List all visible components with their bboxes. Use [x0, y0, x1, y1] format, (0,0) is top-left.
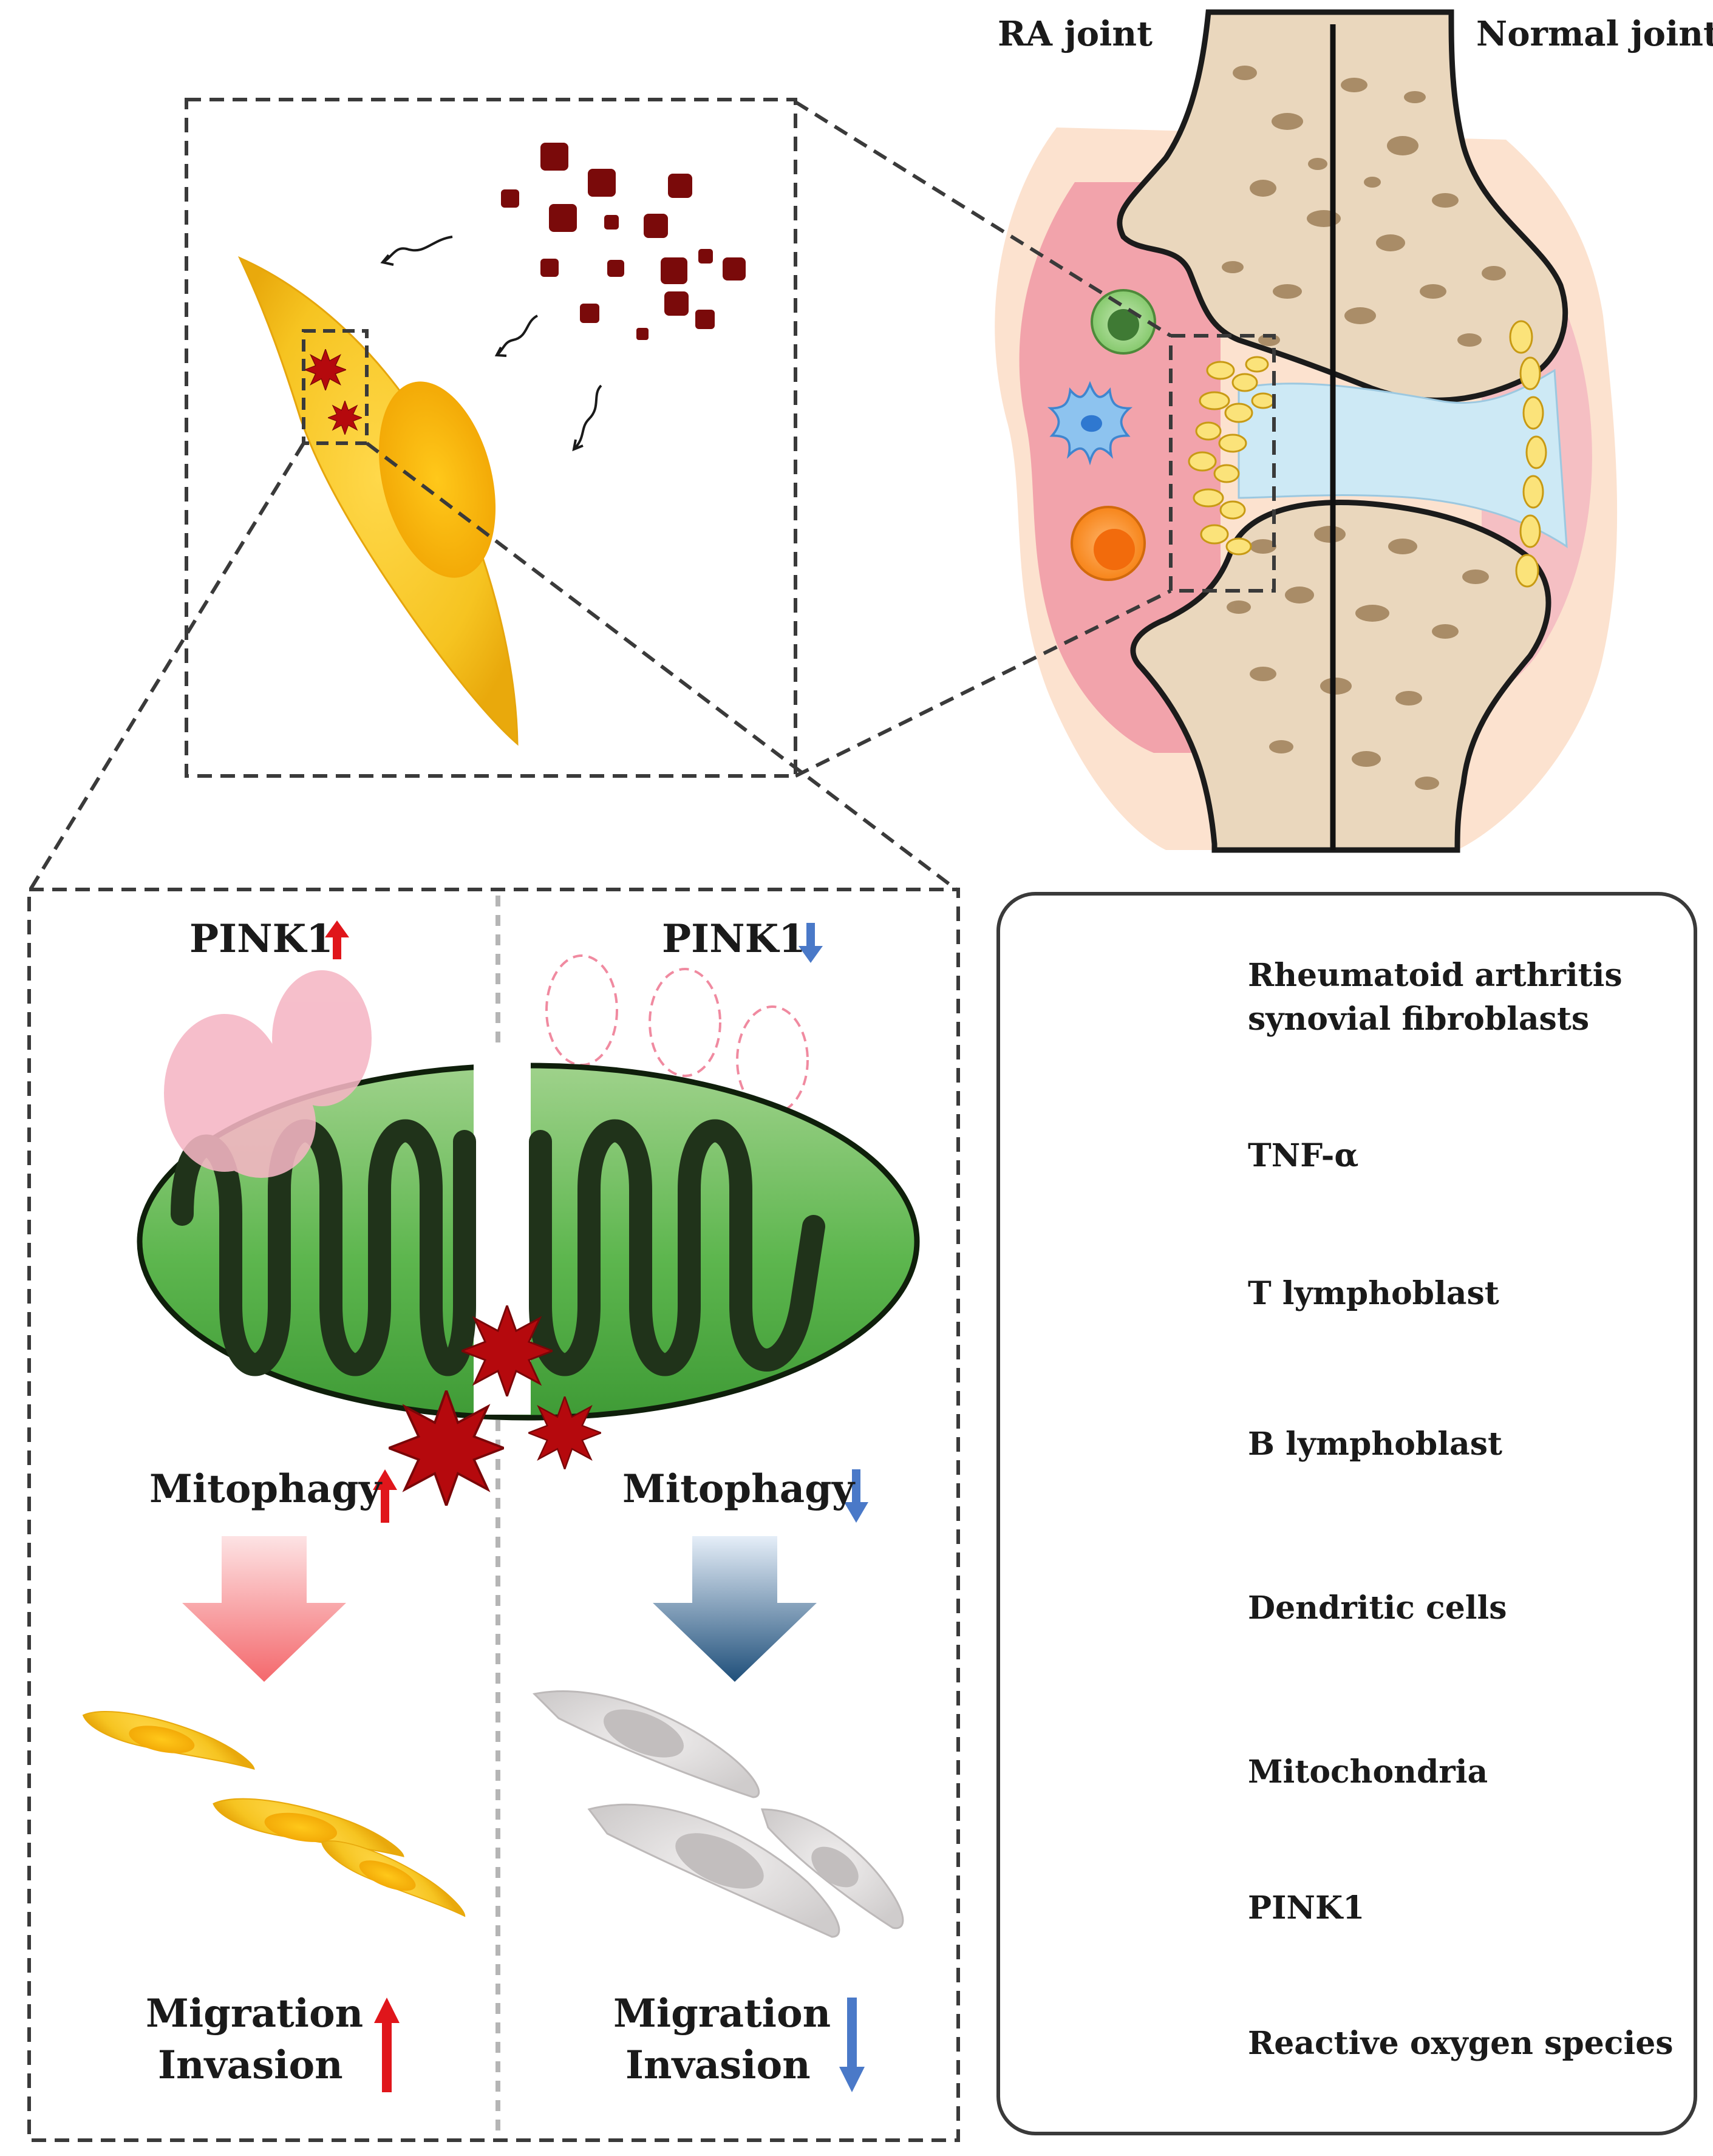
right-flow-arrow [653, 1536, 817, 1682]
tnf-signal-arrows [380, 236, 602, 452]
mitophagy-up-label: Mitophagy [149, 1466, 382, 1512]
mitophagy-up-arrow [373, 1469, 397, 1523]
legend-label-pink1: PINK1 [1248, 1889, 1365, 1926]
legend-label-ros: Reactive oxygen species [1248, 2025, 1674, 2062]
migration-down-arrow [839, 1998, 865, 2092]
mitophagy-panel [27, 888, 960, 2142]
ra-synovium [1019, 182, 1221, 753]
upper-bone [1117, 9, 1568, 403]
tnf-alpha-particles [501, 143, 746, 340]
pink1-up-arrow [325, 920, 349, 959]
ros-burst-1 [461, 1305, 553, 1396]
ros-zoom-box [302, 329, 369, 445]
legend-label-t-lymphoblast: T lymphoblast [1248, 1275, 1499, 1312]
legend-box [996, 892, 1697, 2135]
migration-up-label: Migration [146, 1991, 364, 2036]
zoom-line-2 [794, 589, 1172, 778]
mitophagy-down-arrow [844, 1469, 868, 1523]
lower-bone-speckles [1227, 526, 1489, 790]
legend-label-mitochondria: Mitochondria [1248, 1753, 1488, 1790]
ra-joint-label: RA joint [998, 14, 1153, 54]
ros-burst-3 [528, 1396, 601, 1469]
invasion-down-label: Invasion [625, 2042, 811, 2088]
mitochondrion-cristae-left [171, 1119, 476, 1376]
t-lymphoblast-joint [1091, 289, 1156, 355]
mitophagy-down-label: Mitophagy [622, 1466, 855, 1512]
pink1-down-arrow [799, 923, 823, 963]
left-flow-arrow [182, 1536, 346, 1682]
ra-fibroblast-cluster [1188, 356, 1275, 556]
joint-illustration [995, 9, 1618, 853]
mitochondrion-cristae-right [529, 1119, 825, 1376]
zoom-line-4 [366, 441, 958, 891]
legend-label-tnf: TNF-α [1248, 1137, 1359, 1174]
migration-down-label: Migration [613, 1991, 831, 2036]
legend-label-b-lymphoblast: B lymphoblast [1248, 1426, 1502, 1463]
fibroblast-zoom-box [185, 98, 797, 778]
joint-zoom-box [1169, 334, 1276, 593]
pink1-up-label: PINK1 [189, 916, 333, 962]
ros-small-2 [328, 401, 362, 435]
big-fibroblast-nucleus [378, 381, 496, 578]
zoom-line-3 [29, 442, 305, 891]
ros-small-1 [305, 349, 346, 390]
legend-label-fibroblast-line2: synovial fibroblasts [1248, 1001, 1590, 1038]
migration-up-arrow [374, 1998, 400, 2092]
zoom-line-1 [794, 100, 1172, 338]
pink1-bound-left [164, 970, 372, 1178]
normal-fibroblast-lining [1509, 320, 1547, 588]
legend-label-fibroblast-line1: Rheumatoid arthritis [1248, 957, 1623, 994]
ros-burst-2 [389, 1390, 504, 1506]
pink1-down-label: PINK1 [662, 916, 806, 962]
invasion-up-label: Invasion [158, 2042, 343, 2088]
b-lymphoblast-joint [1071, 506, 1146, 581]
legend-label-dendritic: Dendritic cells [1248, 1590, 1507, 1627]
inactive-fibroblasts [532, 1690, 904, 1938]
normal-joint-label: Normal joint [1476, 14, 1713, 54]
